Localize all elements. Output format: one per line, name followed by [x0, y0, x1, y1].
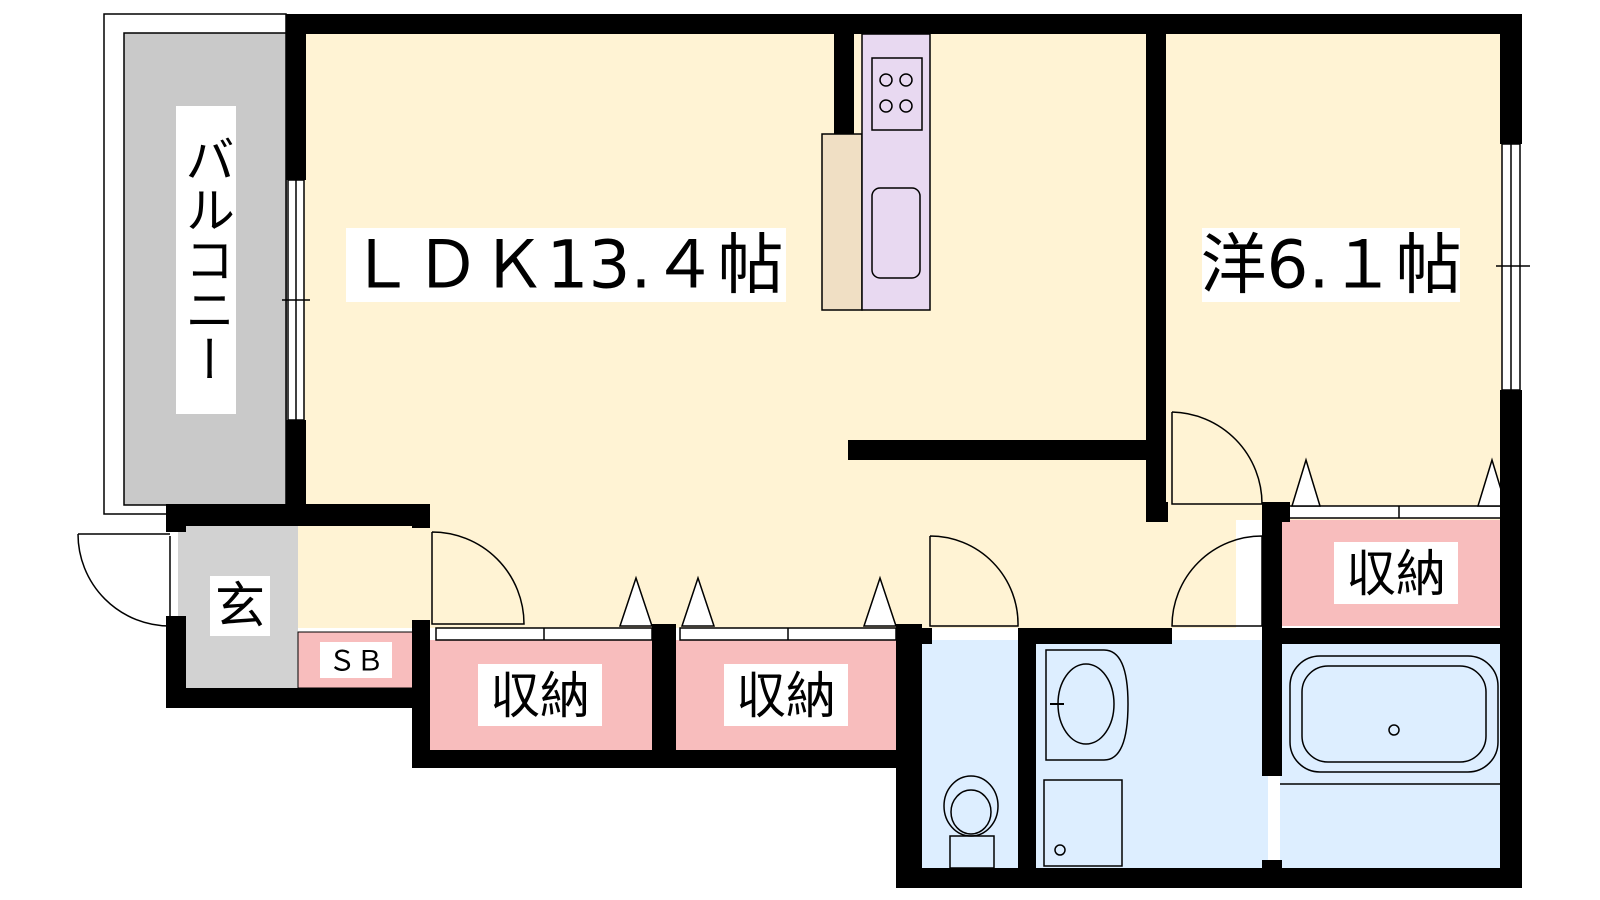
ldk-label: ＬＤＫ13.４帖	[349, 227, 784, 304]
window-icon	[282, 143, 1530, 421]
storage-middle: 収納	[672, 640, 898, 752]
toilet-room	[922, 640, 1020, 876]
entrance-label: 玄	[215, 577, 265, 635]
storage-right-label: 収納	[1346, 545, 1446, 603]
washing-machine-pan-icon	[1043, 779, 1123, 867]
balcony-label: バルコニー	[177, 134, 235, 384]
washroom	[1032, 640, 1268, 876]
shoe-box-label: ＳＢ	[328, 645, 384, 678]
bathtub-icon	[1280, 655, 1510, 785]
balcony: バルコニー	[103, 13, 287, 515]
stove-icon	[871, 57, 923, 131]
entrance: 玄 ＳＢ	[178, 516, 415, 690]
sink-icon	[871, 187, 921, 279]
walls	[166, 14, 1522, 888]
closet-door-icon	[435, 457, 1511, 641]
washbasin-icon	[1045, 649, 1129, 761]
storage-left-label: 収納	[490, 667, 590, 725]
ldk-floor	[296, 24, 1514, 628]
storage-right: 収納	[1282, 520, 1510, 626]
toilet-icon	[943, 775, 999, 869]
storage-middle-label: 収納	[736, 667, 836, 725]
door-icon	[77, 411, 1263, 627]
storage-left: 収納	[428, 640, 653, 752]
kitchen	[821, 33, 931, 311]
western-room-label: 洋6.１帖	[1201, 227, 1462, 304]
